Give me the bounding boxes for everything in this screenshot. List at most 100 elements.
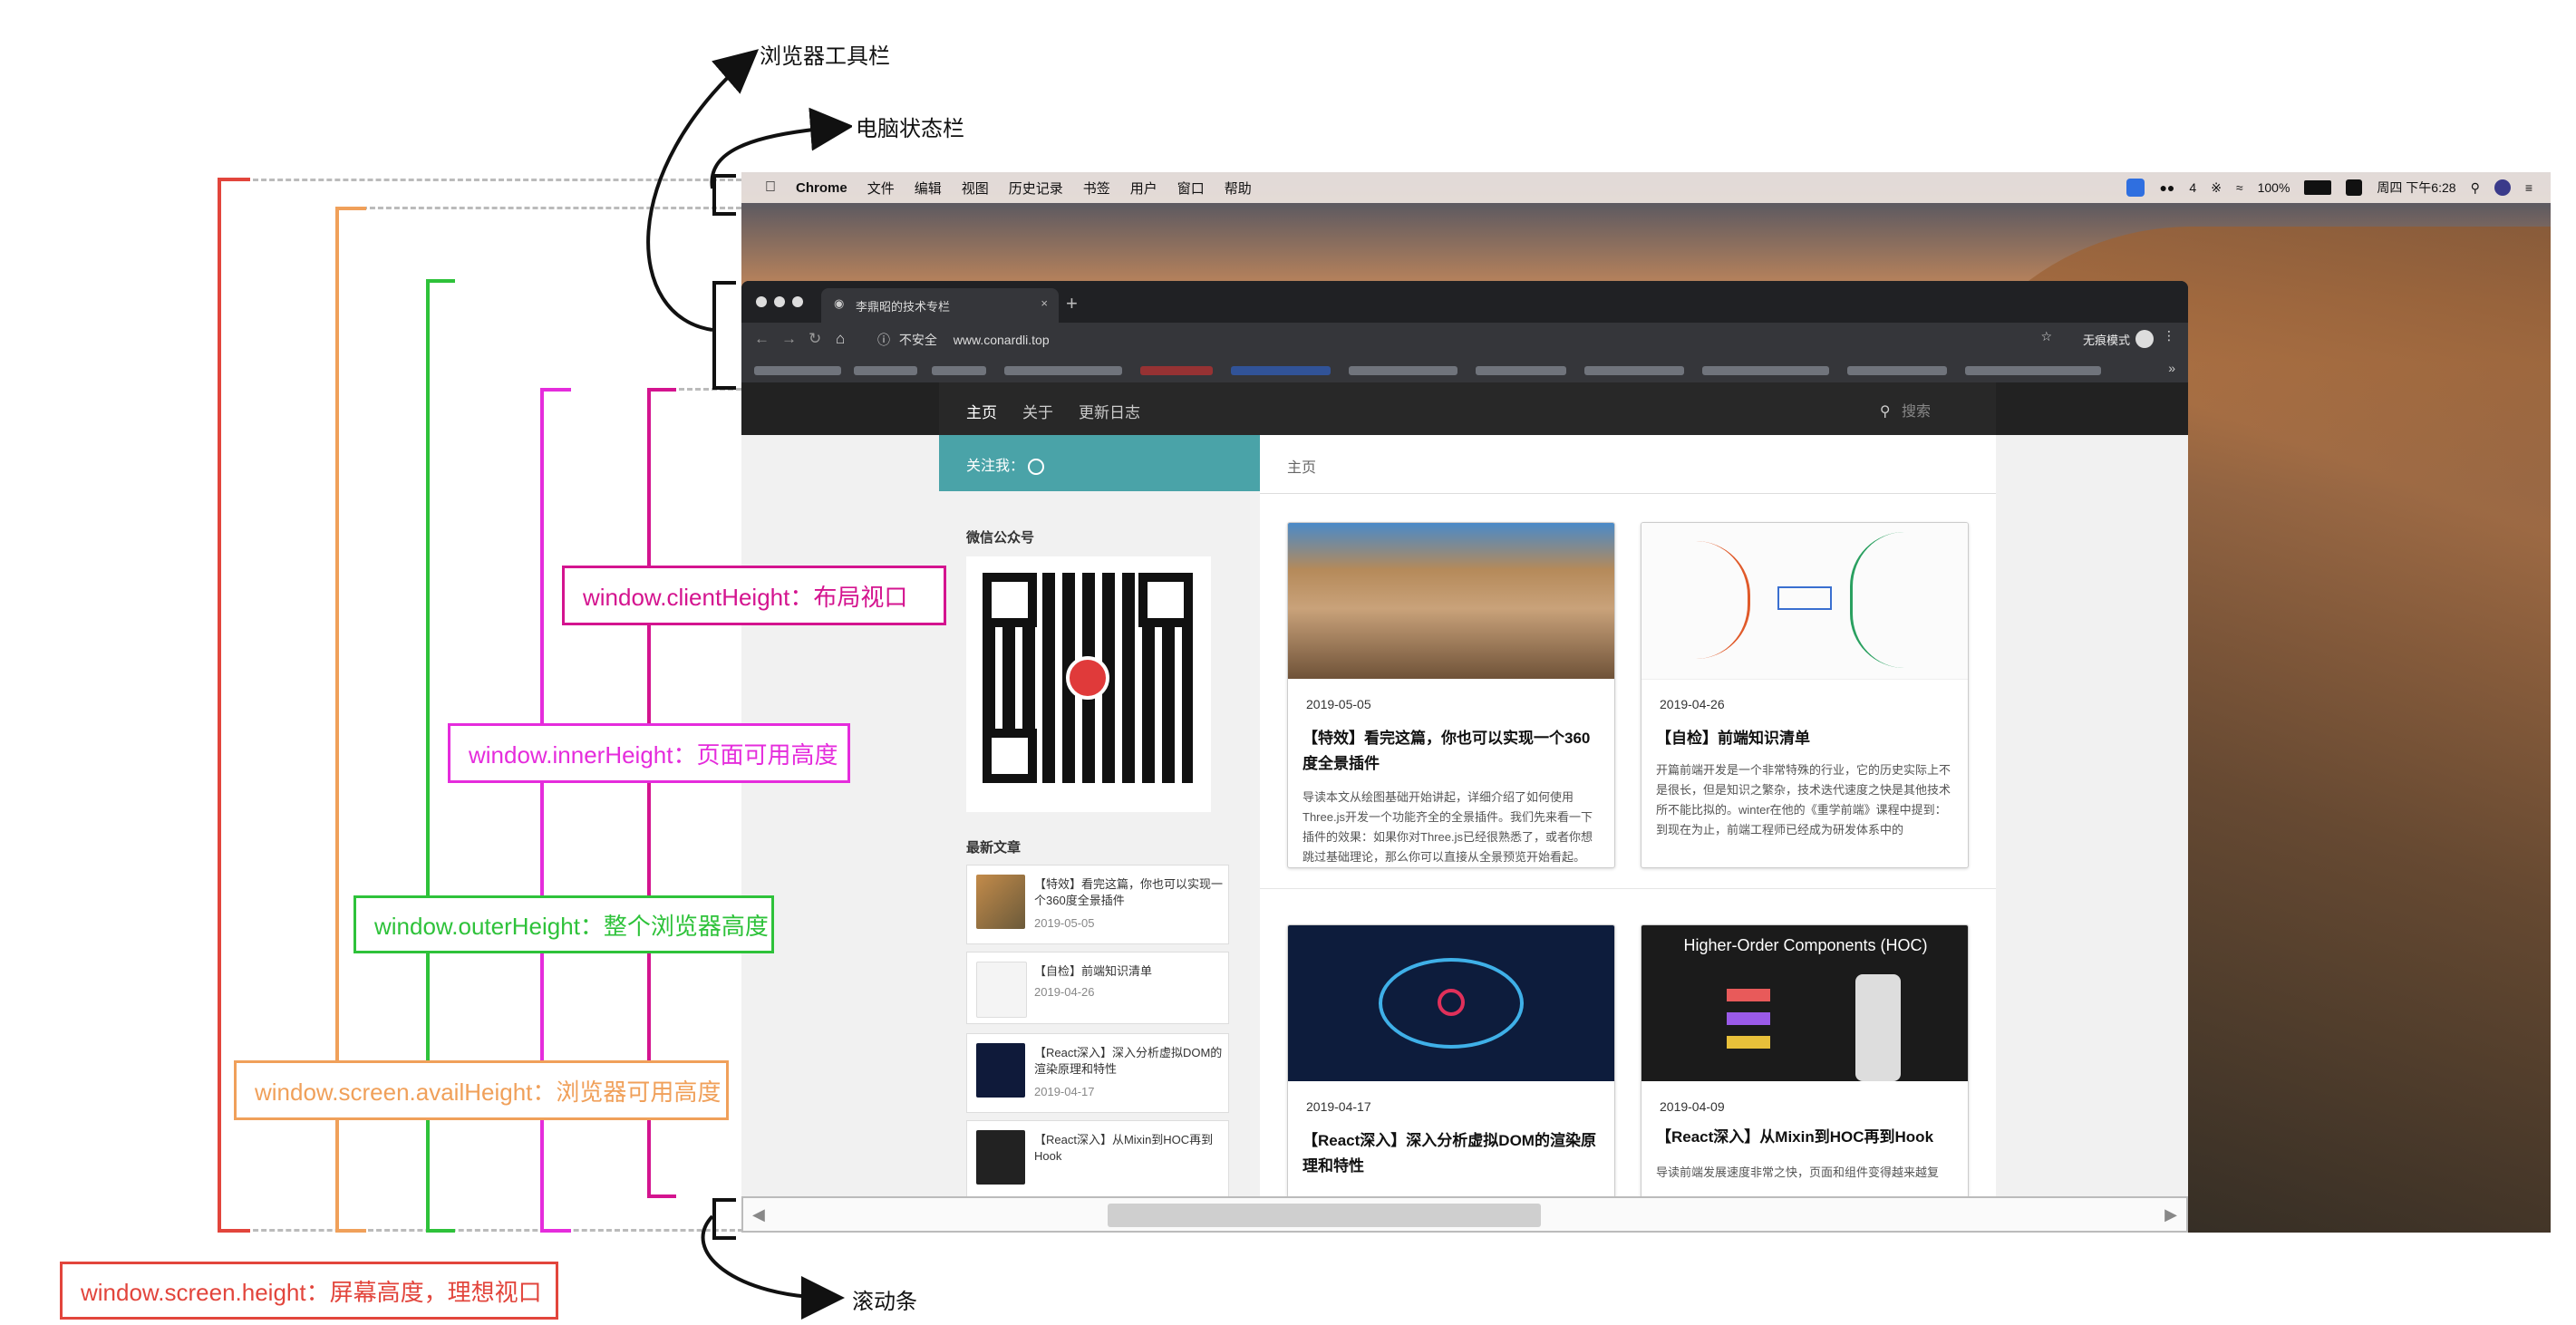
post-card[interactable]: 2019-04-17 【React深入】深入分析虚拟DOM的渲染原理和特性	[1287, 924, 1615, 1198]
post-excerpt: 导读本文从绘图基础开始讲起，详细介绍了如何使用Three.js开发一个功能齐全的…	[1303, 790, 1593, 864]
bookmark-item[interactable]	[1584, 366, 1684, 375]
bookmark-item[interactable]	[1965, 366, 2101, 375]
menu-people[interactable]: 用户	[1119, 180, 1157, 197]
siri-icon[interactable]	[2494, 179, 2511, 196]
menu-view[interactable]: 视图	[950, 180, 989, 197]
window-minimize-dot[interactable]	[774, 296, 785, 307]
post-date: 2019-04-26	[1660, 697, 1725, 711]
recent-thumbnail	[976, 962, 1027, 1018]
app-icon[interactable]	[2126, 179, 2145, 197]
bookmark-item[interactable]	[932, 366, 986, 375]
wifi-icon[interactable]: ≈	[2235, 180, 2243, 195]
bookmark-item[interactable]	[1702, 366, 1829, 375]
browser-toolbar-callout: 浏览器工具栏	[760, 44, 890, 69]
url-text: www.conardli.top	[953, 333, 1050, 347]
post-card[interactable]: 2019-05-05 【特效】看完这篇，你也可以实现一个360度全景插件 导读本…	[1287, 522, 1615, 868]
site-search[interactable]: ⚲ 搜索	[1880, 399, 1931, 421]
post-card[interactable]: Higher-Order Components (HOC) 2019-04-09…	[1641, 924, 1969, 1198]
bookmark-item[interactable]	[1231, 366, 1331, 375]
post-date: 2019-04-17	[1306, 1099, 1371, 1114]
annotation-arrows	[646, 49, 852, 1320]
new-tab-button[interactable]: +	[1066, 292, 1078, 314]
bluetooth-icon[interactable]: ※	[2211, 179, 2222, 195]
window-close-dot[interactable]	[756, 296, 767, 307]
qr-finder	[983, 573, 1037, 627]
avail-height-cap	[335, 207, 366, 210]
menu-bookmarks[interactable]: 书签	[1071, 180, 1110, 197]
bookmark-item[interactable]	[1140, 366, 1213, 375]
post-date: 2019-04-09	[1660, 1099, 1725, 1114]
search-placeholder: 搜索	[1901, 404, 1931, 420]
screen-height-cap	[218, 178, 250, 181]
nav-home[interactable]: 主页	[966, 404, 997, 421]
post-title[interactable]: 【特效】看完这篇，你也可以实现一个360度全景插件	[1303, 730, 1591, 772]
inner-height-line	[540, 388, 544, 1233]
forward-icon[interactable]: →	[781, 330, 797, 347]
clock[interactable]: 周四 下午6:28	[2377, 180, 2456, 195]
menu-file[interactable]: 文件	[856, 180, 895, 197]
horizontal-scrollbar[interactable]: ◀ ▶	[741, 1196, 2188, 1233]
bookmarks-overflow-icon[interactable]: »	[2168, 361, 2175, 375]
recent-item[interactable]: 【自检】前端知识清单 2019-04-26	[966, 952, 1229, 1024]
guide-line-inner-top	[671, 388, 741, 391]
bookmark-item[interactable]	[1349, 366, 1457, 375]
apple-icon[interactable]: 	[765, 179, 776, 196]
scrollbar-thumb[interactable]	[1108, 1204, 1541, 1227]
recent-item[interactable]: 【特效】看完这篇，你也可以实现一个360度全景插件 2019-05-05	[966, 865, 1229, 944]
menu-history[interactable]: 历史记录	[997, 180, 1063, 197]
post-title[interactable]: 【React深入】深入分析虚拟DOM的渲染原理和特性	[1303, 1132, 1596, 1175]
window-zoom-dot[interactable]	[792, 296, 803, 307]
notification-center-icon[interactable]: ≡	[2524, 180, 2532, 195]
input-method-icon[interactable]	[2346, 179, 2363, 196]
tab-close-icon[interactable]: ×	[1041, 296, 1048, 310]
mindmap-branch	[1669, 541, 1750, 659]
recent-title-text: 【React深入】从Mixin到HOC再到Hook	[1034, 1133, 1214, 1163]
post-title[interactable]: 【React深入】从Mixin到HOC再到Hook	[1656, 1128, 1934, 1146]
outer-height-line	[426, 279, 430, 1233]
client-height-cap	[647, 388, 676, 392]
recent-item[interactable]: 【React深入】深入分析虚拟DOM的渲染原理和特性 2019-04-17	[966, 1033, 1229, 1113]
bookmark-item[interactable]	[1004, 366, 1122, 375]
menu-chrome[interactable]: Chrome	[785, 179, 847, 196]
address-bar[interactable]: ⓘ 不安全 www.conardli.top	[877, 329, 1874, 351]
recent-item[interactable]: 【React深入】从Mixin到HOC再到Hook	[966, 1120, 1229, 1198]
bookmark-item[interactable]	[854, 366, 917, 375]
github-icon[interactable]	[1028, 458, 1045, 475]
post-title[interactable]: 【自检】前端知识清单	[1656, 730, 1810, 747]
qr-finder	[983, 729, 1037, 783]
bookmark-item[interactable]	[754, 366, 841, 375]
sidebar: 微信公众号 最新文章 【特效】看完这篇，你也可以实现一个360度全景插件 201…	[939, 491, 1260, 1198]
globe-icon: ◉	[834, 296, 845, 310]
arrow-browser-toolbar	[646, 49, 760, 332]
scroll-right-arrow-icon[interactable]: ▶	[2164, 1205, 2177, 1223]
menu-kebab-icon[interactable]: ⋮	[2163, 328, 2175, 343]
incognito-label: 无痕模式	[2082, 334, 2130, 347]
info-icon[interactable]: ⓘ	[877, 333, 890, 347]
client-height-cap	[647, 1194, 676, 1198]
nav-changelog[interactable]: 更新日志	[1079, 404, 1140, 421]
nav-about[interactable]: 关于	[1022, 404, 1053, 421]
search-icon: ⚲	[1879, 404, 1891, 420]
bookmark-item[interactable]	[1847, 366, 1947, 375]
back-icon[interactable]: ←	[754, 330, 770, 347]
reload-icon[interactable]: ↻	[809, 330, 822, 347]
star-icon[interactable]: ☆	[2040, 329, 2052, 343]
wechat-icon[interactable]: ●●	[2159, 180, 2175, 195]
menu-edit[interactable]: 编辑	[903, 180, 942, 197]
web-page: 主页 关于 更新日志 ⚲ 搜索 关注我： 微信公众号 最新文章	[741, 382, 2188, 1198]
spotlight-icon[interactable]: ⚲	[2470, 179, 2480, 195]
incognito-icon[interactable]	[2135, 330, 2154, 348]
recent-title-text: 【特效】看完这篇，你也可以实现一个360度全景插件	[1034, 877, 1224, 907]
battery-icon[interactable]	[2304, 180, 2332, 195]
home-icon[interactable]: ⌂	[836, 330, 846, 347]
outer-height-cap	[426, 279, 455, 283]
tab-title: 李鼎昭的技术专栏	[856, 300, 951, 314]
scroll-left-arrow-icon[interactable]: ◀	[752, 1205, 765, 1223]
menu-window[interactable]: 窗口	[1166, 180, 1205, 197]
tab-active[interactable]: ◉ 李鼎昭的技术专栏 ×	[821, 288, 1059, 323]
menu-help[interactable]: 帮助	[1213, 180, 1252, 197]
bookmark-item[interactable]	[1476, 366, 1566, 375]
main-content: 主页 2019-05-05 【特效】看完这篇，你也可以实现一个360度全景插件 …	[1260, 435, 1996, 1198]
guide-line-avail-top	[353, 207, 741, 209]
post-card[interactable]: 2019-04-26 【自检】前端知识清单 开篇前端开发是一个非常特殊的行业，它…	[1641, 522, 1969, 868]
